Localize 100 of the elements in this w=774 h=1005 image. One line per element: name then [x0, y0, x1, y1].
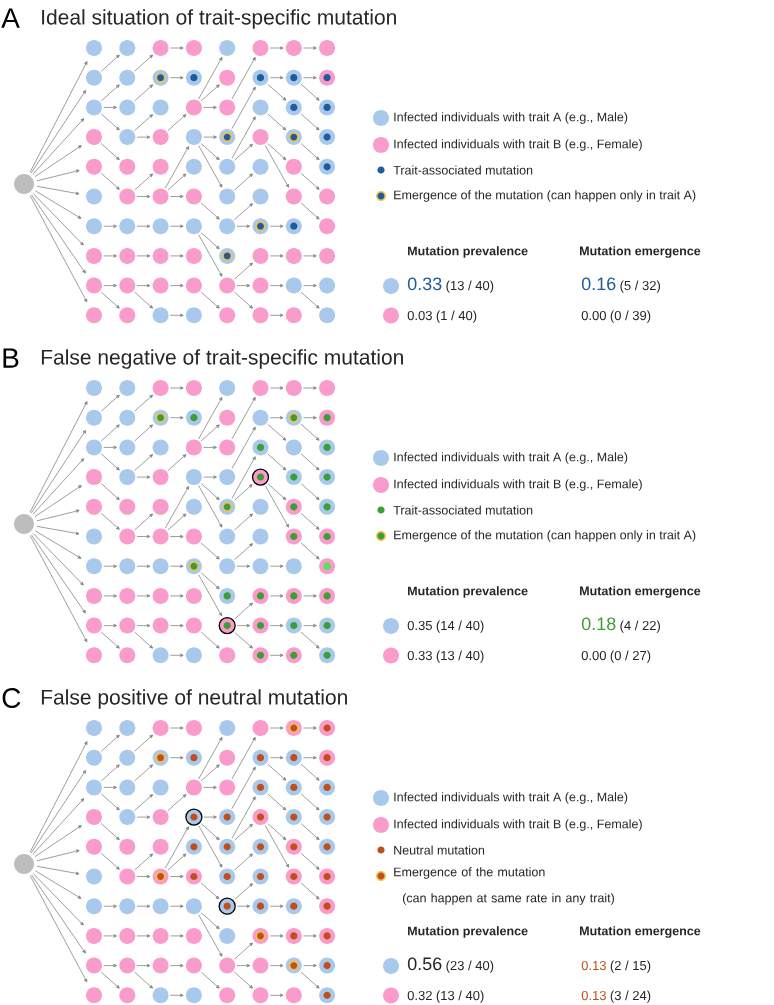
- individual-circle: [86, 307, 102, 324]
- arrow: [100, 84, 120, 102]
- column-header: Mutation prevalence: [408, 926, 528, 938]
- arrow: [169, 416, 184, 420]
- arrow: [134, 513, 154, 531]
- individual-circle: [86, 218, 102, 235]
- individual-circle: [319, 409, 336, 426]
- individual-circle: [218, 897, 236, 915]
- individual-circle: [152, 838, 169, 855]
- arrow: [164, 826, 189, 869]
- individual-circle: [319, 129, 336, 146]
- origin-circle: [14, 174, 34, 194]
- individual-circle: [319, 439, 336, 456]
- arrow: [203, 785, 217, 790]
- individual-circle: [86, 158, 102, 175]
- arrow: [169, 564, 184, 568]
- individual-circle: [185, 558, 202, 575]
- arrow: [164, 486, 190, 529]
- arrow: [134, 424, 154, 442]
- arrow: [269, 283, 284, 288]
- arrow: [200, 542, 220, 560]
- individual-circle: [285, 218, 302, 235]
- individual-circle: [252, 720, 269, 736]
- arrow: [134, 631, 154, 649]
- arrow: [100, 764, 120, 782]
- arrow: [269, 963, 284, 968]
- individual-circle: [152, 558, 169, 575]
- individual-circle: [152, 528, 169, 545]
- arrow: [269, 726, 284, 730]
- count-text: (13 / 40): [446, 280, 494, 293]
- individual-circle: [119, 749, 136, 766]
- individual-circle: [185, 129, 202, 146]
- arrow: [167, 454, 187, 472]
- individual-circle: [152, 380, 169, 396]
- arrow: [169, 726, 184, 730]
- individual-circle: [285, 247, 302, 264]
- arrow: [134, 173, 154, 191]
- individual-circle: [319, 380, 336, 396]
- arrow: [164, 146, 190, 189]
- arrow: [29, 741, 88, 853]
- arrow: [103, 105, 118, 110]
- arrow: [34, 190, 82, 219]
- arrow: [100, 54, 120, 72]
- individual-circle: [319, 498, 336, 515]
- prevalence-value: 0.35: [407, 620, 432, 631]
- individual-circle: [319, 188, 336, 205]
- arrow: [234, 942, 253, 960]
- arrow: [231, 396, 256, 440]
- individual-circle: [319, 779, 336, 796]
- arrow: [30, 770, 87, 854]
- arrow: [169, 46, 184, 50]
- individual-circle: [252, 898, 269, 915]
- arrow: [30, 430, 87, 514]
- individual-circle: [252, 647, 269, 664]
- arrow: [300, 83, 320, 101]
- arrow: [303, 283, 317, 288]
- arrow: [269, 254, 284, 258]
- arrow: [236, 904, 251, 908]
- arrow: [303, 756, 317, 760]
- arrow: [300, 143, 320, 161]
- arrow: [234, 883, 253, 900]
- individual-circle: [185, 779, 202, 796]
- arrow: [300, 631, 320, 649]
- individual-circle: [219, 528, 236, 545]
- individual-circle: [252, 277, 269, 294]
- arrow: [103, 564, 118, 568]
- arrow: [100, 424, 120, 442]
- arrow: [30, 90, 87, 174]
- individual-circle: [252, 99, 269, 116]
- arrow: [103, 224, 118, 228]
- individual-circle: [219, 158, 236, 175]
- individual-circle: [319, 558, 336, 575]
- individual-circle: [252, 927, 269, 944]
- panel-letter: B: [3, 348, 19, 368]
- individual-circle: [319, 838, 336, 855]
- individual-circle: [252, 558, 269, 575]
- prevalence-value: 0.32: [407, 990, 432, 1001]
- arrow: [267, 793, 287, 811]
- arrow: [203, 815, 217, 819]
- arrow: [100, 971, 120, 989]
- count-text: (4 / 22): [620, 620, 660, 633]
- individual-circle: [152, 617, 169, 634]
- arrow: [169, 934, 184, 938]
- individual-circle: [152, 158, 169, 175]
- individual-circle: [285, 987, 302, 1004]
- individual-circle: [152, 498, 169, 515]
- individual-circle: [86, 380, 102, 396]
- origin-circle: [14, 514, 34, 534]
- arrow: [100, 453, 120, 471]
- arrow: [100, 113, 120, 131]
- arrow: [100, 852, 120, 870]
- individual-circle: [285, 898, 302, 915]
- emergence-value: 0.00: [581, 650, 606, 661]
- arrow: [134, 114, 154, 132]
- individual-circle: [119, 647, 136, 664]
- individual-circle: [152, 469, 169, 486]
- individual-circle: [319, 957, 336, 974]
- individual-circle: [119, 188, 136, 205]
- individual-circle: [185, 40, 202, 56]
- individual-circle: [251, 468, 270, 486]
